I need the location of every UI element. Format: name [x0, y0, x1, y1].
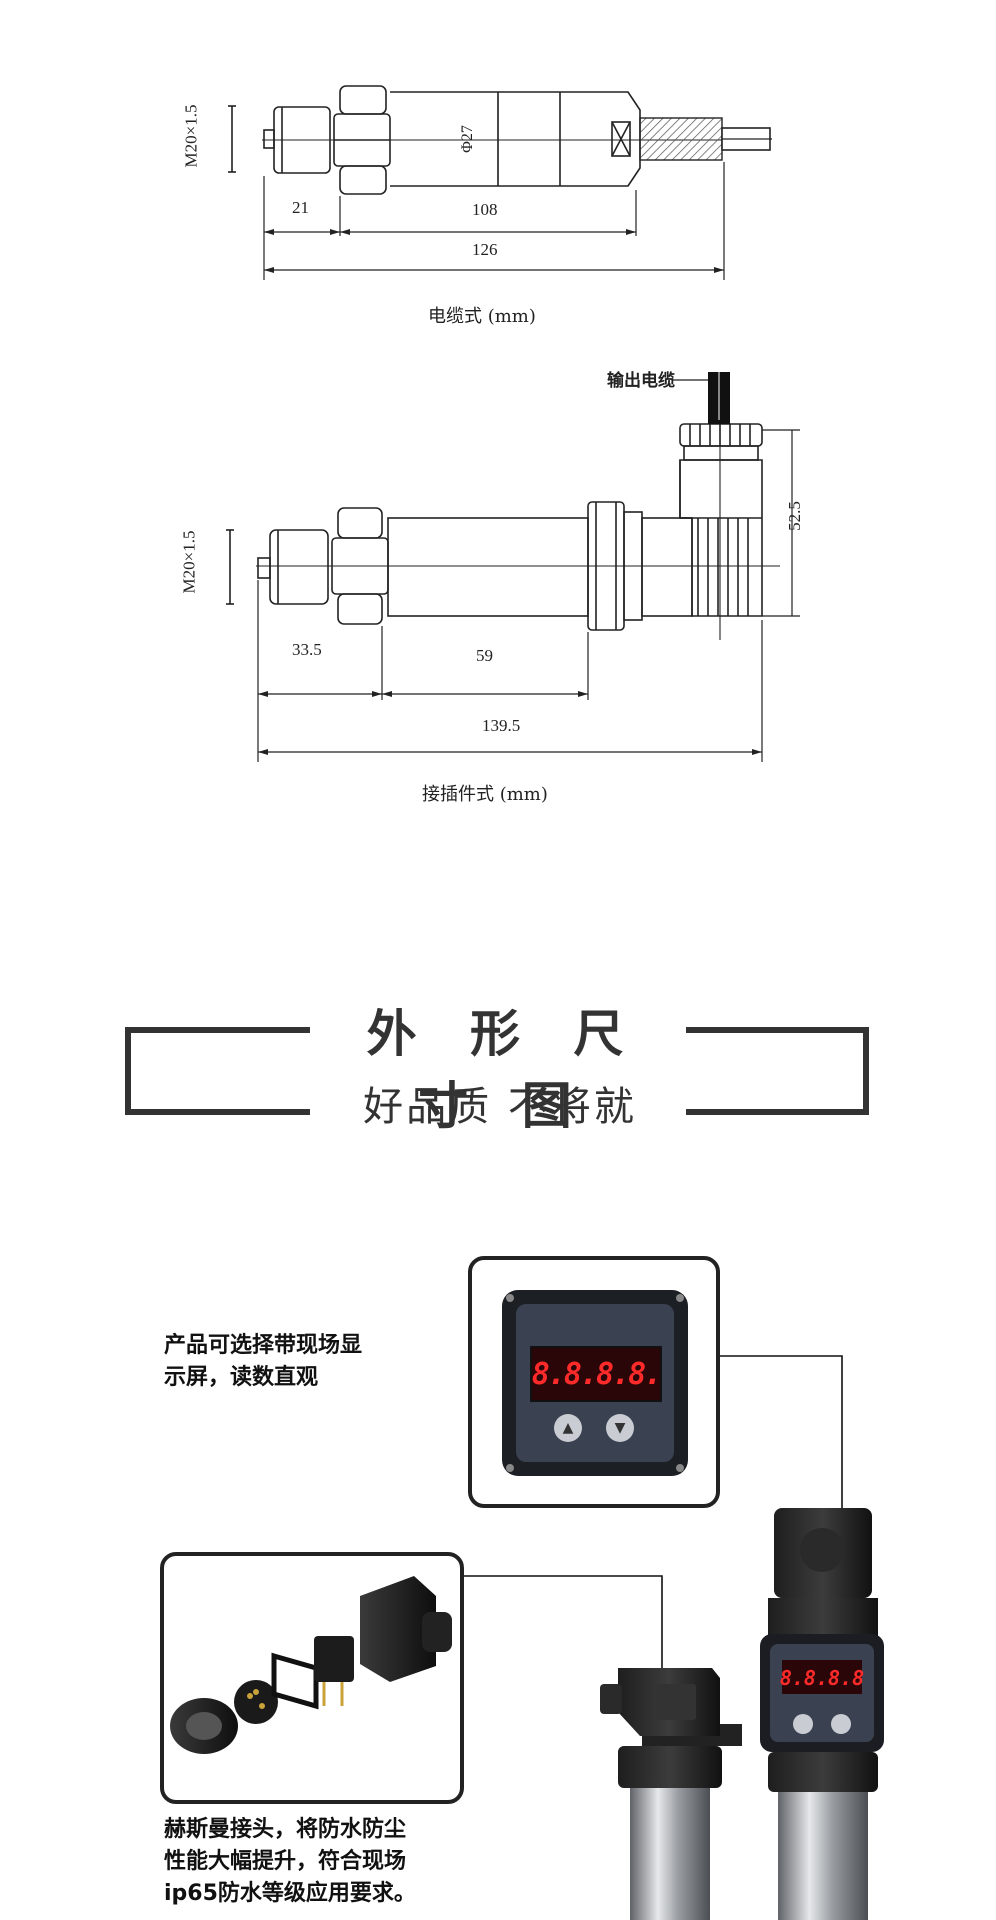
screw-icon: [676, 1464, 684, 1472]
chevron-up-icon: ▲: [562, 1420, 574, 1436]
chevron-down-icon: ▼: [614, 1420, 626, 1436]
connector-feature-text: 赫斯曼接头，将防水防尘 性能大幅提升，符合现场 ip65防水等级应用要求。: [164, 1814, 494, 1910]
heading-subtitle: 好品质 不将就: [363, 1084, 637, 1130]
plug-thread-label: M20×1.5: [179, 530, 199, 594]
cable-diameter-label: Φ27: [458, 125, 476, 153]
display-feature-text: 产品可选择带现场显 示屏，读数直观: [164, 1330, 444, 1394]
heading-frame: [125, 1027, 869, 1115]
connector-feature-line1: 赫斯曼接头，将防水防尘: [164, 1817, 407, 1842]
cable-dim-total: 126: [472, 240, 498, 259]
connector-feature-line2: 性能大幅提升，符合现场: [164, 1849, 407, 1874]
screw-icon: [676, 1294, 684, 1302]
screw-icon: [506, 1294, 514, 1302]
cable-dim-b: 108: [472, 200, 498, 219]
display-callout: 8.8.8.8. ▲ ▼: [468, 1256, 720, 1508]
down-button[interactable]: ▼: [606, 1414, 634, 1442]
connector-feature-line3: ip65防水等级应用要求。: [164, 1881, 416, 1906]
plug-dim-a: 33.5: [292, 640, 322, 659]
transmitter-product-photo: 8.8.8.8: [600, 1508, 884, 1920]
cable-dim-a: 21: [292, 198, 309, 217]
cable-caption: 电缆式 (mm): [428, 306, 536, 327]
display-feature-line2: 示屏，读数直观: [164, 1365, 319, 1390]
plug-output-label: 输出电缆: [607, 371, 675, 391]
cable-type-drawing: [228, 85, 772, 280]
heading-title: 外 形 尺 寸 图: [366, 1005, 642, 1135]
cable-thread-label: M20×1.5: [181, 104, 201, 168]
plug-caption: 接插件式 (mm): [422, 784, 548, 805]
up-button[interactable]: ▲: [554, 1414, 582, 1442]
plug-dim-b: 59: [476, 646, 493, 665]
led-digits: 8.8.8.8.: [531, 1356, 662, 1392]
connector-parts-illustration: [170, 1576, 452, 1754]
plug-dim-total: 139.5: [482, 716, 521, 735]
led-display: 8.8.8.8.: [530, 1346, 662, 1402]
plug-height-label: 52.5: [784, 501, 804, 531]
display-module: 8.8.8.8. ▲ ▼: [502, 1290, 688, 1476]
svg-text:8.8.8.8: 8.8.8.8: [780, 1666, 864, 1690]
screw-icon: [506, 1464, 514, 1472]
connector-callout: [160, 1552, 464, 1804]
display-feature-line1: 产品可选择带现场显: [164, 1333, 363, 1358]
plug-type-drawing: [226, 364, 800, 762]
